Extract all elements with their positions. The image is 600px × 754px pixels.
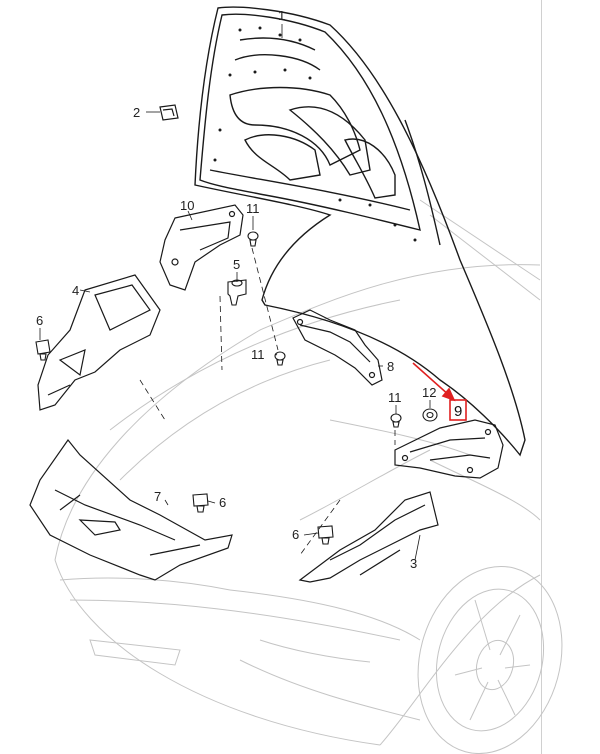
frame-divider bbox=[541, 0, 542, 754]
hood-detail-marks bbox=[213, 26, 417, 242]
part-10-bracket bbox=[159, 204, 244, 291]
part-11-fastener-top bbox=[247, 231, 259, 247]
callout-6-right: 6 bbox=[292, 527, 299, 542]
callout-7: 7 bbox=[154, 489, 161, 504]
leader-lines bbox=[39, 24, 431, 561]
highlight-arrow bbox=[412, 362, 456, 402]
part-11-fastener-right bbox=[390, 413, 402, 428]
part-6-clip-center bbox=[192, 493, 209, 513]
part-11-fastener-mid bbox=[274, 351, 286, 366]
callout-5: 5 bbox=[233, 257, 240, 272]
callout-9: 9 bbox=[454, 403, 462, 420]
callout-1: 1 bbox=[278, 8, 285, 23]
part-9-hinge-plate bbox=[394, 419, 504, 479]
part-2-clip bbox=[159, 104, 179, 121]
part-6-clip-left bbox=[35, 339, 51, 361]
callout-2: 2 bbox=[133, 105, 140, 120]
part-6-clip-right bbox=[317, 525, 334, 545]
callout-11-right: 11 bbox=[388, 390, 402, 405]
callout-11-top: 11 bbox=[246, 201, 260, 216]
callout-10: 10 bbox=[180, 198, 194, 213]
part-7-trim-panel bbox=[29, 438, 233, 581]
assembly-guide-lines bbox=[139, 247, 396, 556]
callout-6-center: 6 bbox=[219, 495, 226, 510]
part-5-latch bbox=[227, 279, 247, 306]
part-3-air-duct bbox=[298, 491, 439, 583]
callout-8: 8 bbox=[387, 359, 394, 374]
callout-3: 3 bbox=[410, 556, 417, 571]
part-4-air-duct bbox=[37, 274, 161, 411]
highlight-box bbox=[449, 399, 467, 421]
callout-4: 4 bbox=[72, 283, 79, 298]
callout-6-left: 6 bbox=[36, 313, 43, 328]
part-12-nut bbox=[422, 408, 438, 422]
part-8-hinge-bracket bbox=[292, 309, 383, 386]
car-body-outline bbox=[54, 199, 563, 754]
callout-11-mid: 11 bbox=[251, 347, 265, 362]
callout-12: 12 bbox=[422, 385, 436, 400]
hood-panel bbox=[194, 6, 526, 457]
